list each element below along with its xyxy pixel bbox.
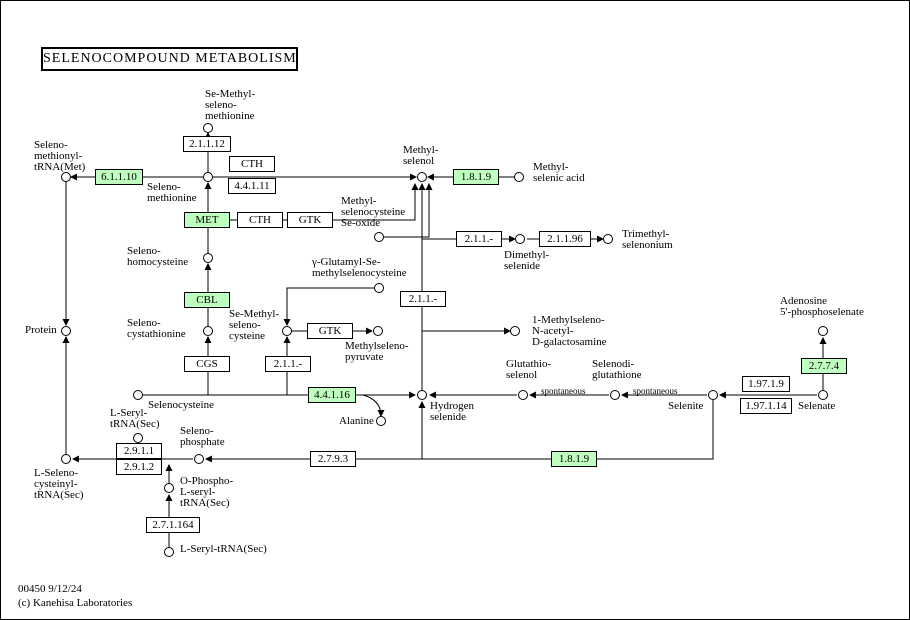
compound-label-selenomethionyl-trna-met: Seleno- methionyl- tRNA(Met) [34, 139, 86, 173]
compound-label-o-phospho-l-seryl-trna-sec: O-Phospho- L-seryl- tRNA(Sec) [180, 475, 234, 509]
compound-node-selenohomocysteine[interactable] [203, 253, 213, 263]
compound-node-protein[interactable] [61, 326, 71, 336]
compound-label-methylseleno-n-acetyl-d-galactosamine: 1-Methylseleno- N-acetyl- D-galactosamin… [532, 314, 607, 348]
enzyme-box-1-8-1-9-bottom[interactable]: 1.8.1.9 [551, 451, 597, 467]
compound-node-hydrogen-selenide[interactable] [417, 390, 427, 400]
compound-label-hydrogen-selenide: Hydrogen selenide [430, 400, 474, 423]
compound-node-trimethylselenonium[interactable] [603, 234, 613, 244]
compound-label-selenite: Selenite [668, 400, 704, 412]
map-id: 00450 9/12/24 [18, 583, 82, 595]
compound-label-dimethylselenide: Dimethyl- selenide [504, 249, 550, 272]
compound-label-se-methyl-selenomethionine: Se-Methyl- seleno- methionine [205, 88, 256, 122]
spontaneous-label-1: spontaneous [541, 386, 586, 396]
compound-label-methylselenol: Methyl- selenol [403, 144, 439, 167]
spontaneous-label-2: spontaneous [633, 386, 678, 396]
enzyme-box-4-4-1-11[interactable]: 4.4.1.11 [228, 178, 276, 194]
enzyme-box-1-8-1-9-top[interactable]: 1.8.1.9 [453, 169, 499, 185]
compound-label-protein: Protein [25, 324, 57, 336]
compound-label-selenate: Selenate [798, 400, 836, 412]
compound-node-methylselenic-acid[interactable] [514, 172, 524, 182]
compound-node-selenodiglutathione[interactable] [610, 390, 620, 400]
compound-nodes[interactable] [61, 123, 828, 557]
enzyme-box-2-1-1-x-2[interactable]: 2.1.1.- [400, 291, 446, 307]
compound-node-selenite[interactable] [708, 390, 718, 400]
compound-label-selenohomocysteine: Seleno- homocysteine [127, 245, 189, 268]
compound-label-glutathioselenol: Glutathio- selenol [506, 358, 552, 381]
enzyme-box-gtk-2[interactable]: GTK [307, 323, 353, 339]
compound-node-se-methylselenocysteine[interactable] [282, 326, 292, 336]
compound-node-methylselenopyruvate[interactable] [373, 326, 383, 336]
compound-node-adenosine-5-phosphoselenate[interactable] [818, 326, 828, 336]
enzyme-box-2-1-1-x-1[interactable]: 2.1.1.- [456, 231, 502, 247]
copyright: (c) Kanehisa Laboratories [18, 597, 133, 609]
compound-label-gamma-glutamyl-se-methylselenocysteine: γ-Glutamyl-Se- methylselenocysteine [312, 256, 407, 279]
compound-label-selenophosphate: Seleno- phosphate [180, 425, 225, 448]
compound-node-selenomethionyl-trna-met[interactable] [61, 172, 71, 182]
compound-node-dimethylselenide[interactable] [515, 234, 525, 244]
compound-node-methylselenocysteine-se-oxide[interactable] [374, 232, 384, 242]
enzyme-box-1-97-1-9[interactable]: 1.97.1.9 [742, 376, 790, 392]
compound-label-trimethylselenonium: Trimethyl- selenonium [622, 228, 673, 251]
compound-label-se-methylselenocysteine: Se-Methyl- seleno- cysteine [229, 308, 280, 342]
enzyme-box-cgs[interactable]: CGS [184, 356, 230, 372]
enzyme-box-2-7-7-4[interactable]: 2.7.7.4 [801, 358, 847, 374]
enzyme-box-2-7-1-164[interactable]: 2.7.1.164 [146, 517, 200, 533]
enzyme-box-4-4-1-16[interactable]: 4.4.1.16 [308, 387, 356, 403]
compound-node-selenate[interactable] [818, 390, 828, 400]
enzyme-box-2-9-1-1[interactable]: 2.9.1.1 [116, 443, 162, 459]
compound-label-selenodiglutathione: Selenodi- glutathione [592, 358, 642, 381]
compound-label-selenocysteine: Selenocysteine [148, 399, 214, 411]
enzyme-box-2-1-1-96[interactable]: 2.1.1.96 [539, 231, 591, 247]
compound-node-selenocysteine[interactable] [133, 390, 143, 400]
compound-label-methylselenic-acid: Methyl- selenic acid [533, 161, 585, 184]
compound-label-l-selenocysteinyl-trna-sec: L-Seleno- cysteinyl- tRNA(Sec) [34, 467, 84, 501]
compound-label-methylselenopyruvate: Methylseleno- pyruvate [345, 340, 409, 363]
compound-node-methylselenol[interactable] [417, 172, 427, 182]
enzyme-box-2-9-1-2[interactable]: 2.9.1.2 [116, 459, 162, 475]
enzyme-box-2-7-9-3[interactable]: 2.7.9.3 [310, 451, 356, 467]
compound-node-selenocystathionine[interactable] [203, 326, 213, 336]
compound-node-se-methyl-selenomethionine[interactable] [203, 123, 213, 133]
pathway-title: SELENOCOMPOUND METABOLISM [41, 47, 298, 71]
compound-label-l-seryl-trna-sec-2: L-Seryl-tRNA(Sec) [180, 543, 267, 555]
compound-node-glutathioselenol[interactable] [518, 390, 528, 400]
compound-label-selenomethionine: Seleno- methionine [147, 181, 197, 204]
compound-label-adenosine-5-phosphoselenate: Adenosine 5'-phosphoselenate [780, 295, 864, 318]
compound-node-l-seryl-trna-sec[interactable] [133, 433, 143, 443]
compound-node-selenomethionine[interactable] [203, 172, 213, 182]
enzyme-box-cth-2[interactable]: CTH [237, 212, 283, 228]
enzyme-box-met[interactable]: MET [184, 212, 230, 228]
compound-node-o-phospho-l-seryl-trna-sec[interactable] [164, 483, 174, 493]
compound-node-l-seryl-trna-sec-2[interactable] [164, 547, 174, 557]
enzyme-box-1-97-1-14[interactable]: 1.97.1.14 [740, 398, 792, 414]
compound-label-alanine: Alanine [339, 415, 374, 427]
compound-label-methylselenocysteine-se-oxide: Methyl- selenocysteine Se-oxide [341, 195, 406, 229]
compound-node-selenophosphate[interactable] [194, 454, 204, 464]
compound-label-l-seryl-trna-sec: L-Seryl- tRNA(Sec) [110, 407, 160, 430]
enzyme-box-gtk-1[interactable]: GTK [287, 212, 333, 228]
enzyme-box-6-1-1-10[interactable]: 6.1.1.10 [95, 169, 143, 185]
enzyme-box-2-1-1-12[interactable]: 2.1.1.12 [183, 136, 231, 152]
enzyme-box-2-1-1-x-3[interactable]: 2.1.1.- [265, 356, 311, 372]
compound-node-l-selenocysteinyl-trna-sec[interactable] [61, 454, 71, 464]
compound-node-methylseleno-n-acetyl-d-galactosamine[interactable] [510, 326, 520, 336]
enzyme-box-cbl[interactable]: CBL [184, 292, 230, 308]
compound-label-selenocystathionine: Seleno- cystathionine [127, 317, 186, 340]
compound-node-gamma-glutamyl-se-methylselenocysteine[interactable] [374, 283, 384, 293]
enzyme-box-cth-1[interactable]: CTH [229, 156, 275, 172]
compound-node-alanine[interactable] [376, 416, 386, 426]
